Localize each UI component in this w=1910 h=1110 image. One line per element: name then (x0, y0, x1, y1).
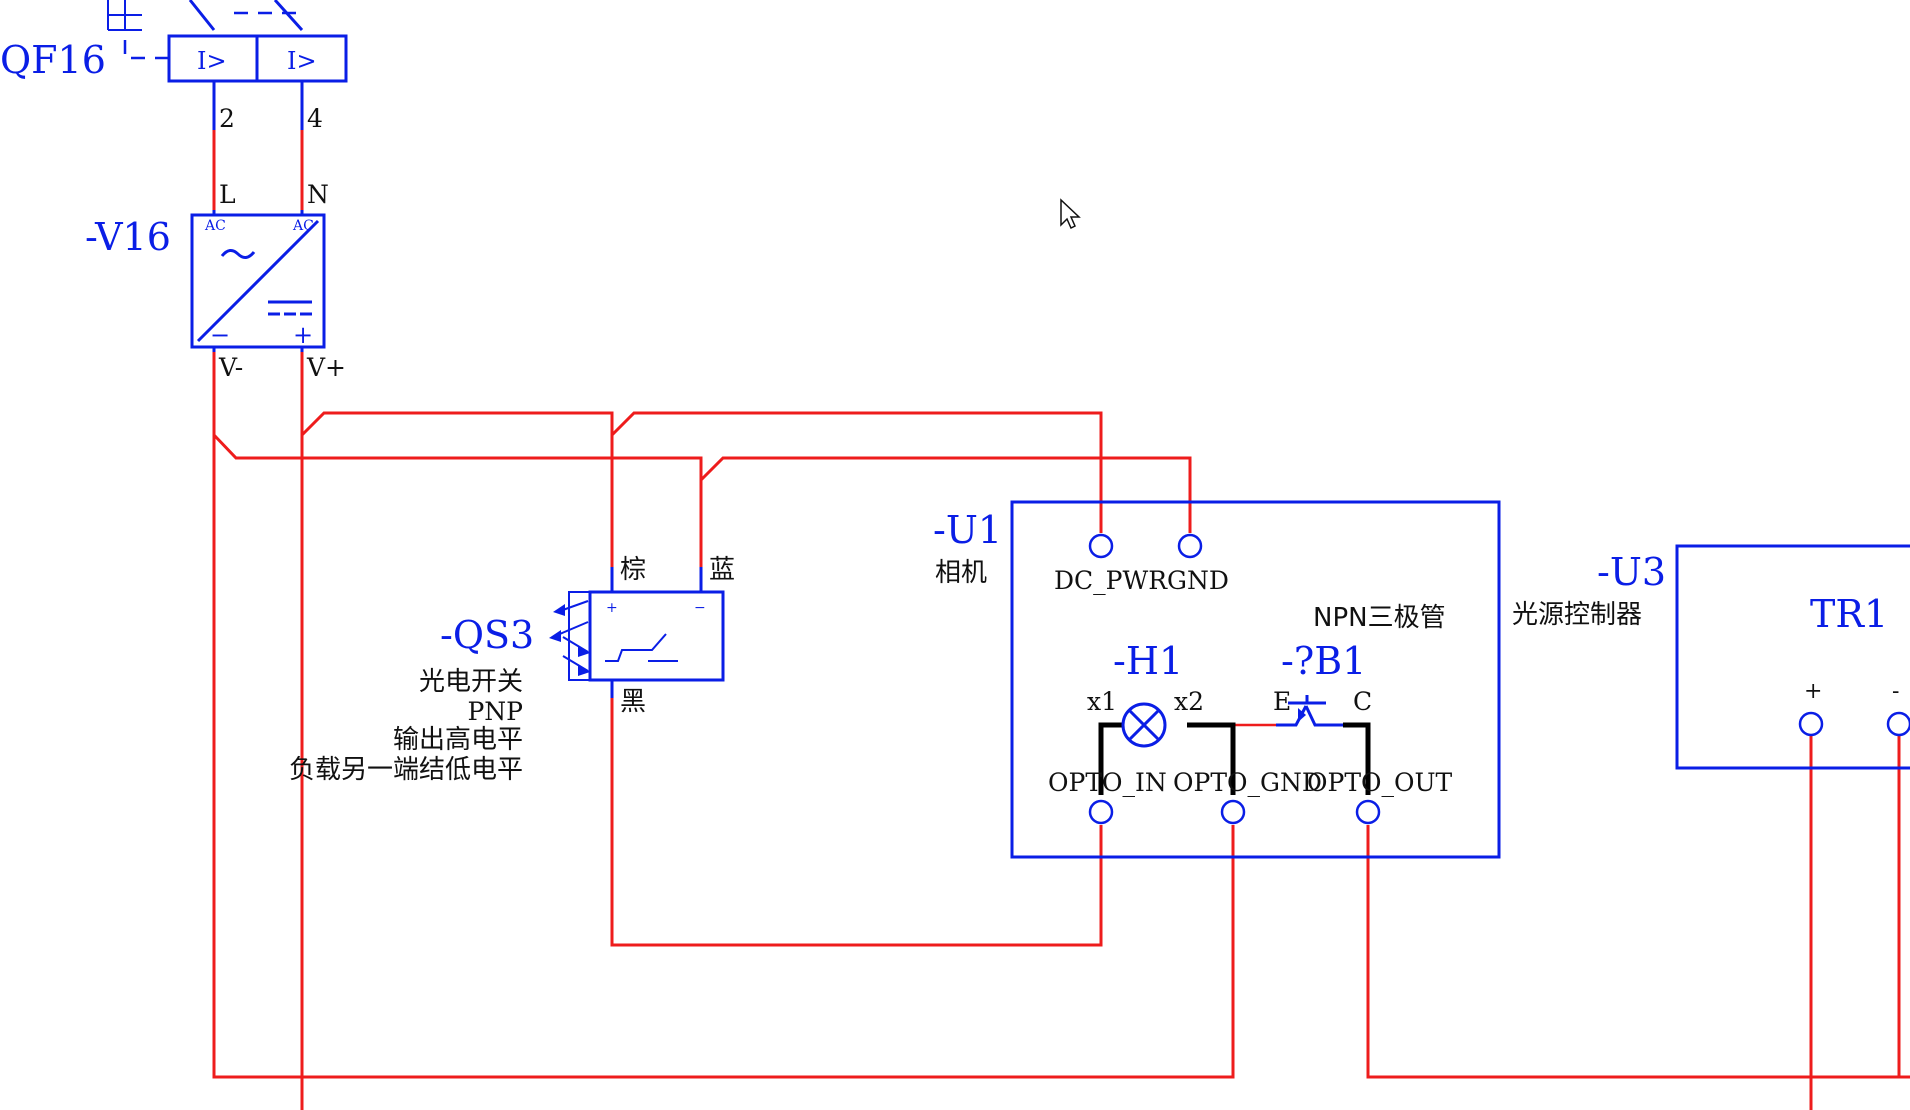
qs3-plus: + (606, 600, 618, 616)
lamp-label-x2: x2 (1174, 687, 1204, 716)
pin-opto-out[interactable] (1355, 799, 1381, 825)
qs3-minus: − (694, 600, 706, 616)
switch-contact-icon (605, 633, 678, 662)
camera-desc: 相机 (935, 558, 987, 588)
terminal-label-vplus: V+ (306, 353, 346, 382)
psu-box (190, 213, 326, 349)
wire-vminus-main (212, 350, 1235, 1079)
ac-wave-icon (220, 249, 256, 259)
lamp-h1: -H1 x1 x2 (1087, 639, 1204, 748)
arrow-head-2-icon (549, 630, 561, 642)
transistor-icon (1276, 695, 1343, 727)
power-supply-v16[interactable]: AC AC − + -V16 L N V- V+ (85, 180, 346, 382)
pin-gnd[interactable] (1177, 533, 1203, 559)
controller-box (1675, 544, 1910, 770)
light-arrows-icon (554, 600, 589, 672)
pin-label-opto-gnd: OPTO_GND (1173, 768, 1322, 797)
controller-tag: -U3 (1597, 550, 1666, 594)
breaker-linkage-2 (123, 40, 168, 60)
light-controller-u3[interactable]: -U3 光源控制器 TR1 + - (1512, 544, 1910, 770)
wires (212, 130, 1910, 1110)
dc-symbol-icon (268, 300, 312, 316)
lamp-label-x1: x1 (1087, 687, 1117, 716)
qs3-desc-line-1: 光电开关 (419, 667, 523, 697)
qs3-emitter-box (568, 591, 591, 681)
transistor-b1: -?B1 NPN三极管 E C (1273, 603, 1446, 727)
wire-optoout (1366, 825, 1910, 1079)
arrow-head-1-icon (553, 604, 565, 616)
wire-vminus-qs3 (212, 433, 703, 567)
ac-label-2: AC (292, 218, 314, 234)
psu-diagonal (196, 219, 320, 343)
wire-vminus-gnd (699, 456, 1192, 533)
controller-plus-label: + (1804, 679, 1822, 704)
qs3-desc-line-3: 输出高电平 (393, 725, 523, 755)
transistor-label-e: E (1273, 687, 1291, 716)
pin-controller-plus[interactable] (1798, 711, 1824, 737)
lamp-cross-icon (1127, 708, 1161, 742)
controller-minus-label: - (1892, 679, 1899, 704)
breaker-handle-icon (107, 0, 142, 31)
transistor-label-c: C (1353, 687, 1372, 716)
wire-collector-optoout (1343, 722, 1371, 795)
pin-dc-pwr[interactable] (1088, 533, 1114, 559)
terminal-label-vminus: V- (218, 353, 243, 382)
wire-vplus-dcpwr (610, 411, 1103, 533)
ac-label-1: AC (204, 218, 226, 234)
qs3-desc-line-2: PNP (467, 697, 523, 726)
photo-switch-qs3[interactable]: + − 棕 蓝 黑 -QS3 光电开关 PNP 输出高电平 负载另一端结低电平 (289, 555, 735, 785)
terminal-label-4: 4 (307, 104, 323, 133)
wire-vplus-qs3 (300, 411, 614, 567)
controller-tr-label: TR1 (1810, 592, 1888, 636)
psu-tag: -V16 (85, 215, 171, 259)
psu-plus: + (293, 321, 313, 349)
breaker-qf16[interactable]: I> I> QF16 2 4 (0, 0, 348, 133)
trip-label-1: I> (197, 47, 227, 75)
wire-x2-optognd (1187, 722, 1236, 795)
transistor-desc: NPN三极管 (1313, 603, 1446, 633)
pin-label-opto-in: OPTO_IN (1048, 768, 1167, 797)
pin-opto-gnd[interactable] (1220, 799, 1246, 825)
pin-label-dc-pwr: DC_PWR (1054, 566, 1168, 595)
terminal-label-brown: 棕 (620, 555, 646, 585)
wire-qs3-optoin (610, 680, 1103, 947)
qs3-desc-line-4: 负载另一端结低电平 (289, 755, 523, 785)
terminal-label-n: N (307, 180, 329, 209)
camera-box (1010, 500, 1501, 859)
breaker-contact-icon (188, 0, 304, 32)
terminal-label-2: 2 (219, 104, 235, 133)
lamp-icon (1121, 702, 1167, 748)
trip-label-2: I> (287, 47, 317, 75)
arrow-head-4-icon (578, 645, 590, 657)
breaker-tag: QF16 (0, 38, 106, 82)
pin-label-opto-out: OPTO_OUT (1307, 768, 1453, 797)
qs3-tag: -QS3 (440, 613, 534, 657)
transistor-tag: -?B1 (1281, 639, 1366, 683)
terminal-label-blue: 蓝 (709, 555, 735, 585)
transistor-arrow-icon (1298, 708, 1306, 722)
terminal-label-black: 黑 (620, 687, 646, 717)
wire-optoin-x1 (1098, 722, 1122, 795)
terminal-label-l: L (219, 180, 236, 209)
pin-controller-minus[interactable] (1886, 711, 1910, 737)
camera-u1[interactable]: -U1 相机 DC_PWR GND OPTO_IN OPTO_GND OPTO_… (933, 500, 1501, 859)
pin-label-gnd: GND (1167, 566, 1229, 595)
psu-minus: − (210, 321, 230, 349)
lamp-tag: -H1 (1113, 639, 1183, 683)
controller-desc: 光源控制器 (1512, 600, 1642, 630)
arrow-head-3-icon (578, 664, 590, 676)
camera-tag: -U1 (933, 508, 1002, 552)
pin-opto-in[interactable] (1088, 799, 1114, 825)
mouse-cursor-icon (1060, 198, 1081, 230)
